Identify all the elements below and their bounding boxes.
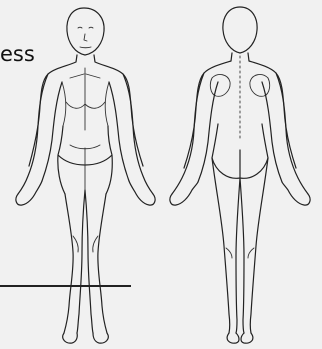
front-abdomen-detail: [70, 145, 100, 190]
front-right-hand: [129, 181, 155, 205]
front-right-arm: [109, 74, 153, 194]
front-face: [78, 27, 93, 48]
front-left-arm: [18, 74, 62, 194]
back-knees: [226, 248, 254, 258]
front-feet: [63, 333, 109, 343]
back-head: [223, 7, 257, 53]
back-legs: [212, 158, 268, 333]
front-torso-outline: [29, 55, 143, 166]
front-chest: [62, 68, 109, 130]
front-figure: [16, 8, 155, 343]
back-left-hand: [170, 182, 198, 205]
back-feet: [227, 333, 253, 343]
back-figure: [170, 7, 310, 343]
front-left-hand: [16, 181, 42, 205]
front-legs: [64, 190, 107, 333]
back-right-hand: [282, 182, 310, 205]
front-knees: [73, 236, 98, 252]
